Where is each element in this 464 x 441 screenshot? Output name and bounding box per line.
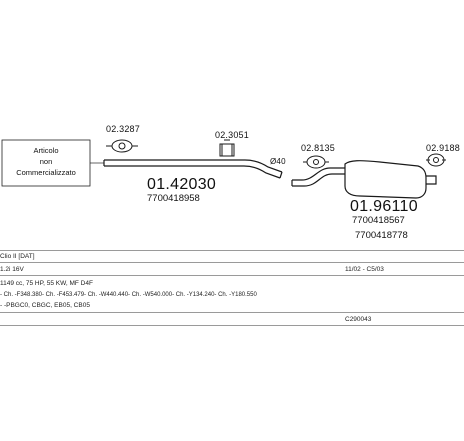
rear-box-code: 01.96110 — [350, 198, 418, 215]
not-available-text: Articolo non Commercializzato — [2, 145, 90, 178]
not-available-box — [1, 139, 91, 187]
vehicle-period: 11/02 - C5/03 — [345, 266, 384, 273]
note-line-2: non — [39, 157, 53, 166]
vehicle-specs: 1149 cc, 75 HP, 55 KW, MF D4F — [0, 280, 93, 287]
front-pipe-graphic — [103, 159, 283, 179]
clamp-c-graphic — [303, 155, 329, 169]
clamp-a-code: 02.3287 — [106, 124, 140, 134]
rear-silencer-graphic — [291, 160, 437, 199]
catalog-number: C290043 — [345, 316, 372, 323]
note-line-3: Commercializzato — [16, 168, 76, 177]
clamp-d-graphic — [426, 153, 446, 167]
rule-2 — [0, 262, 464, 263]
rule-5 — [0, 325, 464, 326]
rear-box-oem-2: 7700418778 — [355, 230, 408, 241]
pipe-diameter: Ø40 — [270, 157, 286, 166]
clamp-b-graphic — [219, 139, 235, 157]
vehicle-chassis: - Ch. -F348.380- Ch. -F453.479- Ch. -W44… — [0, 292, 257, 298]
vehicle-variants: - -PBGC0, CBGC, EB05, CB05 — [0, 302, 90, 309]
front-pipe-oem: 7700418958 — [147, 193, 200, 204]
note-line-1: Articolo — [33, 146, 59, 155]
rule-1 — [0, 250, 464, 251]
vehicle-engine: 1.2i 16V — [0, 266, 24, 273]
vehicle-model: Clio II [DAT] — [0, 253, 35, 260]
clamp-b-code: 02.3051 — [215, 130, 249, 140]
rule-4 — [0, 312, 464, 313]
clamp-a-graphic — [106, 139, 138, 153]
rear-box-oem-1: 7700418567 — [352, 215, 405, 226]
front-pipe-code: 01.42030 — [147, 176, 217, 193]
clamp-d-code: 02.9188 — [426, 143, 460, 153]
rule-3 — [0, 275, 464, 276]
clamp-c-code: 02.8135 — [301, 143, 335, 153]
